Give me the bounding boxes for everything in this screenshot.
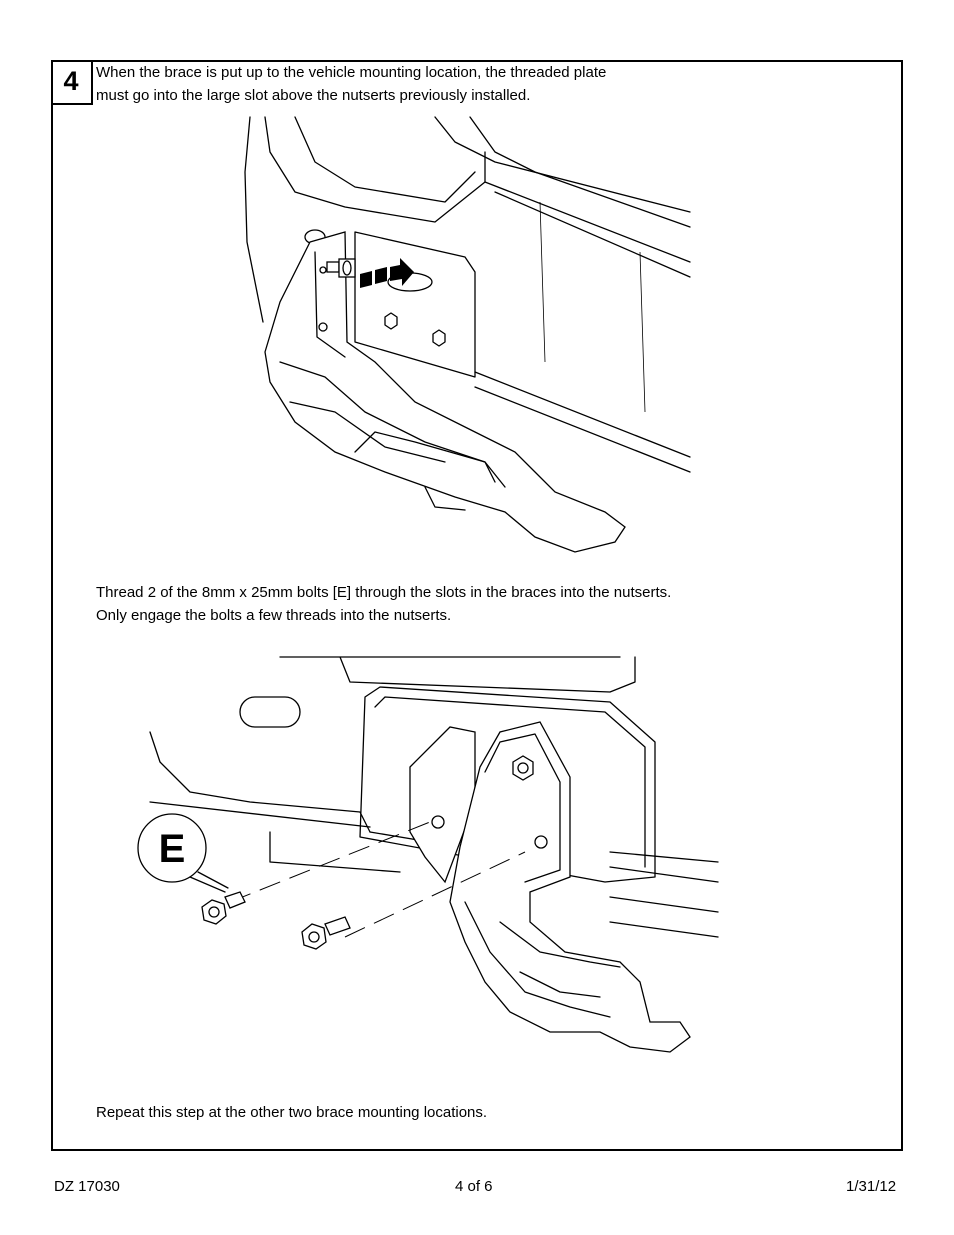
- step-number: 4: [51, 60, 93, 105]
- instruction-line-2: must go into the large slot above the nu…: [96, 87, 531, 104]
- instruction-line-5: Repeat this step at the other two brace …: [96, 1104, 488, 1121]
- footer-doc-number: DZ 17030: [54, 1178, 120, 1195]
- instruction-line-1: When the brace is put up to the vehicle …: [96, 64, 607, 81]
- footer-date: 1/31/12: [846, 1178, 897, 1195]
- step-frame: [51, 60, 903, 1151]
- instruction-line-4: Only engage the bolts a few threads into…: [96, 607, 452, 624]
- brace-slot-illustration: [244, 116, 691, 553]
- footer-page-number: 4 of 6: [455, 1178, 493, 1195]
- instruction-line-3: Thread 2 of the 8mm x 25mm bolts [E] thr…: [96, 584, 672, 601]
- callout-e-label: E: [159, 827, 186, 871]
- bolt-install-illustration: E: [137, 656, 719, 1053]
